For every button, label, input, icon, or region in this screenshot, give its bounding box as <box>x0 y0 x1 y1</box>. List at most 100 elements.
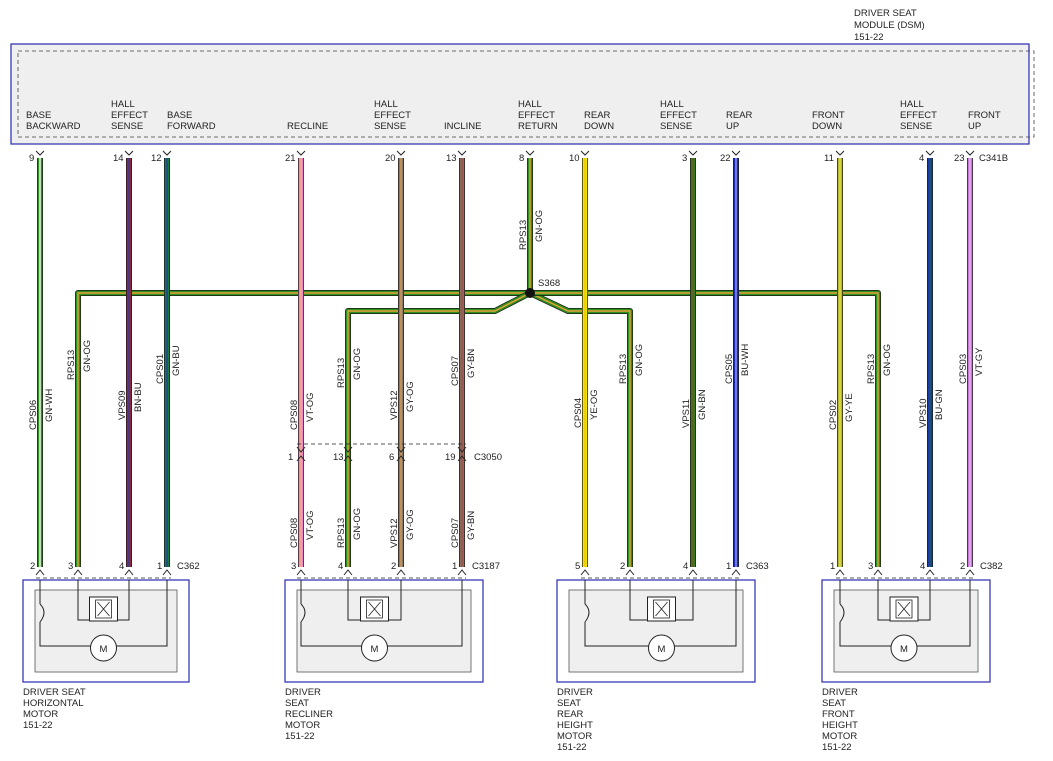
hall-sensor-cross <box>897 601 911 617</box>
motor-switch-arc <box>39 603 45 623</box>
hall-sensor-core <box>366 599 383 619</box>
motor-name-horizontal-0: DRIVER SEAT <box>23 687 86 698</box>
wire-color-10: GN-OG <box>634 344 645 376</box>
pin-label-incline-0: INCLINE <box>444 121 481 132</box>
motor-pin-1: 1 <box>452 561 457 572</box>
motor-terminal <box>457 569 467 576</box>
pin-label-base_backward-1: BACKWARD <box>26 121 81 132</box>
pin-label-recline-0: RECLINE <box>287 121 328 132</box>
wire-color-5: GN-OG <box>352 348 363 380</box>
wire-circuit-4: CPS08 <box>289 400 300 430</box>
motor-pin-1: 1 <box>726 561 731 572</box>
inline-pin-6: 6 <box>389 452 394 463</box>
module-pin-11: 11 <box>824 153 834 164</box>
wire-color-3: GN-BU <box>171 345 182 376</box>
splice-label: S368 <box>538 278 560 289</box>
wire-circuit-19: VPS12 <box>389 518 400 548</box>
pin-terminal-10 <box>580 150 590 156</box>
motor-name-front_height-3: HEIGHT <box>822 720 858 731</box>
motor-pin-1: 1 <box>157 561 162 572</box>
motor-symbol: M <box>900 644 908 655</box>
wire-color-8: GN-OG <box>534 210 545 242</box>
motor-name-recliner-3: MOTOR <box>285 720 320 731</box>
motor-name-front_height-5: 151-22 <box>822 742 852 753</box>
pin-terminal-8 <box>525 150 535 156</box>
module-pin-13: 13 <box>446 153 457 164</box>
wire-color-12: BU-WH <box>740 344 751 376</box>
pin-terminal-22 <box>731 150 741 156</box>
pin-label-hall_sense_3-1: EFFECT <box>660 110 697 121</box>
pin-terminal-14 <box>124 150 134 156</box>
wire-color-0: GN-WH <box>44 389 55 422</box>
motor-pin-2: 2 <box>30 561 35 572</box>
pin-label-hall_sense_3-2: SENSE <box>660 121 692 132</box>
wire-circuit-20: CPS07 <box>450 518 461 548</box>
wire-circuit-13: CPS02 <box>828 400 839 430</box>
motor-terminal <box>124 569 134 576</box>
module-pin-10: 10 <box>569 153 580 164</box>
pin-terminal-4 <box>925 150 935 156</box>
motor-name-horizontal-3: 151-22 <box>23 720 53 731</box>
module-pin-23: 23 <box>954 153 965 164</box>
pin-label-hall_sense_1-2: SENSE <box>111 121 143 132</box>
wire-rps13-recliner-tracer <box>347 292 531 567</box>
motor-terminal <box>162 569 172 576</box>
module-box-inner <box>17 50 1035 138</box>
wire-rps13-rear <box>529 290 633 567</box>
module-box <box>10 43 1030 145</box>
motor-name-rear_height-0: DRIVER <box>557 687 593 698</box>
motor-connector-C362: C362 <box>177 561 200 572</box>
pin-label-hall_sense_4-2: SENSE <box>900 121 932 132</box>
pin-label-hall_sense_1-1: EFFECT <box>111 110 148 121</box>
wire-color-2: BN-BU <box>133 382 144 412</box>
pin-label-hall_sense_4-1: EFFECT <box>900 110 937 121</box>
wire-rps13-rear-tracer <box>529 292 631 567</box>
wire-rps13-horizontal-tracer <box>77 292 530 567</box>
hall-sensor-cross <box>368 601 381 617</box>
wire-color-19: GY-OG <box>405 509 416 540</box>
wire-circuit-0: CPS06 <box>28 400 39 430</box>
inline-pin-13: 13 <box>333 452 344 463</box>
wire-circuit-17: CPS08 <box>289 518 300 548</box>
motor-icon <box>648 634 675 662</box>
hall-sensor-core <box>95 599 112 619</box>
wire-circuit-3: CPS01 <box>155 354 166 384</box>
inline-terminal-mate-3 <box>457 455 467 462</box>
motor-pin-4: 4 <box>119 561 124 572</box>
motor-name-horizontal-1: HORIZONTAL <box>23 698 84 709</box>
wire-color-9: YE-OG <box>589 389 600 420</box>
wire-circuit-1: RPS13 <box>66 350 77 380</box>
motor-pin-3: 3 <box>68 561 73 572</box>
motor-pin-2: 2 <box>391 561 396 572</box>
wire-circuit-6: VPS12 <box>389 390 400 420</box>
motor-switch-arc <box>584 603 590 623</box>
module-pin-9: 9 <box>29 153 34 164</box>
motor-pin-4: 4 <box>683 561 688 572</box>
motor-terminal <box>73 569 83 576</box>
motor-connector-C363: C363 <box>746 561 769 572</box>
pin-terminal-3 <box>688 150 698 156</box>
inline-terminal-3 <box>457 446 467 453</box>
pin-terminal-20 <box>396 150 406 156</box>
motor-name-recliner-1: SEAT <box>285 698 309 709</box>
motor-terminal <box>688 569 698 576</box>
hall-sensor-icon <box>89 596 118 622</box>
motor-name-front_height-4: MOTOR <box>822 731 857 742</box>
wire-circuit-7: CPS07 <box>450 356 461 386</box>
pin-label-rear_down-1: DOWN <box>584 121 614 132</box>
motor-switch-arc <box>839 603 845 623</box>
inline-terminal-2 <box>396 446 406 453</box>
motor-icon <box>90 634 117 662</box>
wire-rps13-front-tracer <box>530 292 879 567</box>
module-title-line-3: 151-22 <box>854 32 884 43</box>
wire-circuit-9: CPS04 <box>573 398 584 428</box>
motor-icon <box>890 634 918 662</box>
motor-pin-4: 4 <box>338 561 343 572</box>
hall-sensor-core <box>895 599 913 619</box>
pin-label-hall_sense_3-0: HALL <box>660 99 684 110</box>
wire-rps13-recliner-outline <box>345 290 532 567</box>
motor-connector-C382: C382 <box>980 561 1003 572</box>
motor-pin-1: 1 <box>830 561 835 572</box>
motor-name-horizontal-2: MOTOR <box>23 709 58 720</box>
